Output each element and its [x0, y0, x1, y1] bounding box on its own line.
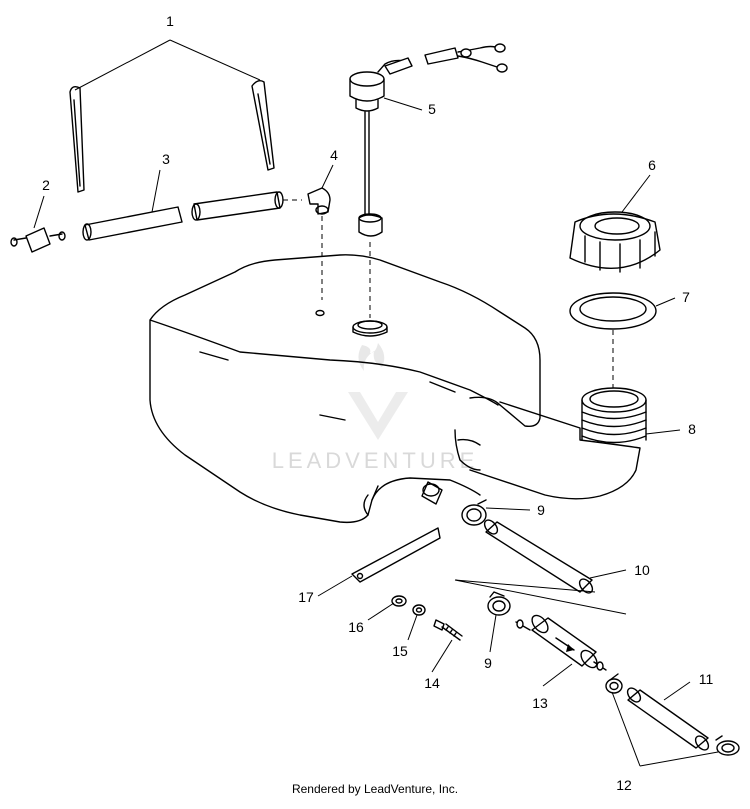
tank-outlet-fitting: [421, 481, 443, 505]
callout-1: 1: [166, 13, 174, 29]
lock-washer: [412, 604, 426, 616]
watermark-text: LEADVENTURE: [272, 448, 479, 473]
vent-hose: [82, 191, 284, 241]
fuel-tank: [149, 254, 641, 524]
callout-11: 11: [699, 671, 714, 687]
fuel-hose: [483, 519, 594, 594]
mounting-screw: [433, 619, 463, 641]
watermark-logo: [348, 343, 408, 440]
callout-4: 4: [330, 147, 338, 163]
callout-2: 2: [42, 177, 50, 193]
tank-top-fitting-hole: [315, 309, 325, 317]
fuel-hose-short: [626, 687, 710, 751]
callout-15: 15: [392, 643, 408, 659]
fuel-gauge-sender: [349, 71, 385, 237]
callout-17: 17: [298, 589, 314, 605]
callout-8: 8: [688, 421, 696, 437]
callout-13: 13: [532, 695, 548, 711]
vent-valve: [10, 227, 66, 253]
sender-grommet: [352, 320, 388, 337]
filter-bracket: [351, 527, 441, 583]
hose-clamp-12-b: [715, 735, 740, 756]
callout-10: 10: [634, 562, 650, 578]
callout-12: 12: [616, 777, 632, 793]
filler-neck-ring: [581, 387, 647, 444]
footer-credit: Rendered by LeadVenture, Inc.: [291, 782, 459, 796]
callout-5: 5: [428, 101, 436, 117]
fuel-cap: [569, 211, 661, 273]
callout-6: 6: [648, 157, 656, 173]
leader-lines: [33, 39, 719, 767]
callout-14: 14: [424, 675, 440, 691]
vent-elbow-fitting: [307, 187, 331, 215]
hose-clamp-12-a: [605, 673, 623, 694]
hose-clamp-upper: [461, 499, 487, 526]
callout-7: 7: [682, 289, 690, 305]
callout-9-lower: 9: [484, 655, 492, 671]
flat-washer: [391, 595, 407, 607]
cap-gasket: [569, 292, 657, 330]
callout-3: 3: [162, 151, 170, 167]
callout-16: 16: [348, 619, 364, 635]
sender-wires: [377, 43, 508, 75]
hose-clamp-lower: [487, 591, 511, 616]
tank-strap-left: [69, 85, 85, 193]
tank-strap-right: [251, 79, 275, 171]
callout-9-upper: 9: [537, 502, 545, 518]
inline-fuel-filter: [515, 614, 607, 671]
